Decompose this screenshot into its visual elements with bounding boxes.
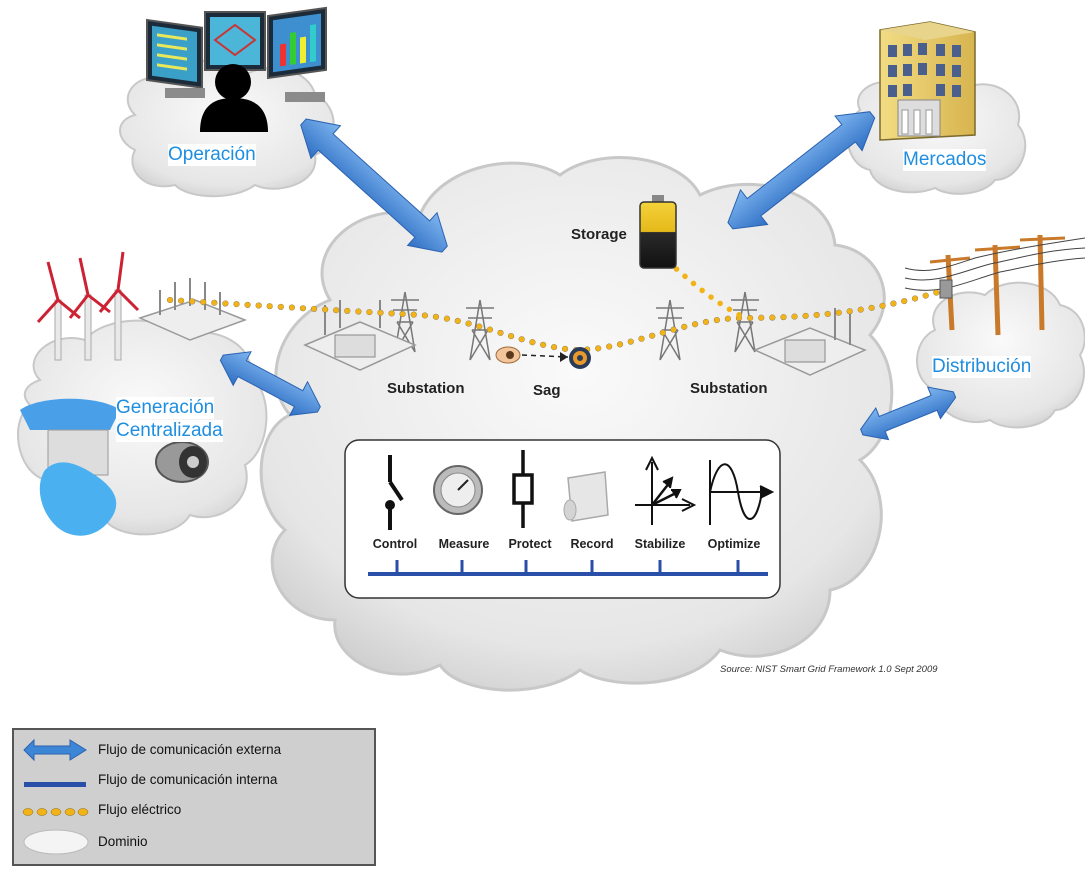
hydro-dam-icon (20, 398, 120, 536)
storage-label: Storage (571, 226, 627, 243)
turbine-engine-icon (155, 441, 209, 483)
arrow-distribucion (860, 386, 957, 441)
legend-item-internal-comm: Flujo de comunicación interna (14, 766, 374, 796)
market-building-icon (879, 21, 976, 141)
arrow-generacion (219, 351, 321, 416)
blue-arrow-icon (23, 738, 87, 762)
protect-fuse-icon (512, 450, 534, 528)
sag-label: Sag (533, 382, 561, 399)
legend-item-electric-flow: Flujo eléctrico (14, 796, 374, 826)
domain-label-generacion-line1: Generación (116, 397, 215, 419)
utility-poles-icon (904, 234, 1085, 336)
source-note: Source: NIST Smart Grid Framework 1.0 Se… (720, 664, 938, 675)
legend: Flujo de comunicación externa Flujo de c… (12, 728, 376, 866)
function-label-stabilize: Stabilize (634, 537, 686, 551)
yellow-dots-icon (22, 808, 89, 816)
domain-label-distribucion: Distribución (932, 356, 1032, 378)
substation-icon-left (303, 300, 417, 371)
legend-item-domain: Dominio (14, 828, 374, 858)
arrow-operacion (300, 118, 448, 253)
wind-turbine-icon (36, 251, 140, 361)
measure-gauge-icon (433, 465, 483, 515)
legend-item-external-comm: Flujo de comunicación externa (14, 736, 374, 766)
function-label-record: Record (570, 537, 614, 551)
operator-workstation-icon (146, 6, 327, 132)
optimize-sine-icon (709, 460, 775, 525)
domain-label-generacion-line2: Centralizada (116, 420, 223, 442)
blue-line-icon (24, 782, 86, 787)
legend-label: Flujo eléctrico (98, 802, 182, 817)
legend-label: Dominio (98, 834, 148, 849)
transmission-towers (391, 291, 759, 361)
sag-indicator-icon (495, 346, 591, 369)
function-label-measure: Measure (438, 537, 490, 551)
stabilize-vectors-icon (635, 455, 697, 525)
cloud-icon (23, 829, 89, 855)
domain-label-operacion: Operación (168, 144, 256, 166)
function-label-control: Control (372, 537, 418, 551)
substation-icon-generation (137, 278, 248, 341)
substation-left-label: Substation (387, 380, 465, 397)
external-comm-arrows (219, 111, 957, 441)
arrow-mercados (727, 111, 876, 230)
record-scroll-icon (563, 471, 609, 522)
function-label-optimize: Optimize (707, 537, 761, 551)
function-label-protect: Protect (508, 537, 552, 551)
substation-right-label: Substation (690, 380, 768, 397)
storage-battery-icon (639, 195, 677, 269)
function-panel (344, 439, 781, 599)
substation-icon-right (753, 308, 867, 376)
legend-label: Flujo de comunicación externa (98, 742, 282, 757)
legend-label: Flujo de comunicación interna (98, 772, 278, 787)
domain-label-mercados: Mercados (903, 149, 987, 171)
control-switch-icon (385, 455, 404, 530)
